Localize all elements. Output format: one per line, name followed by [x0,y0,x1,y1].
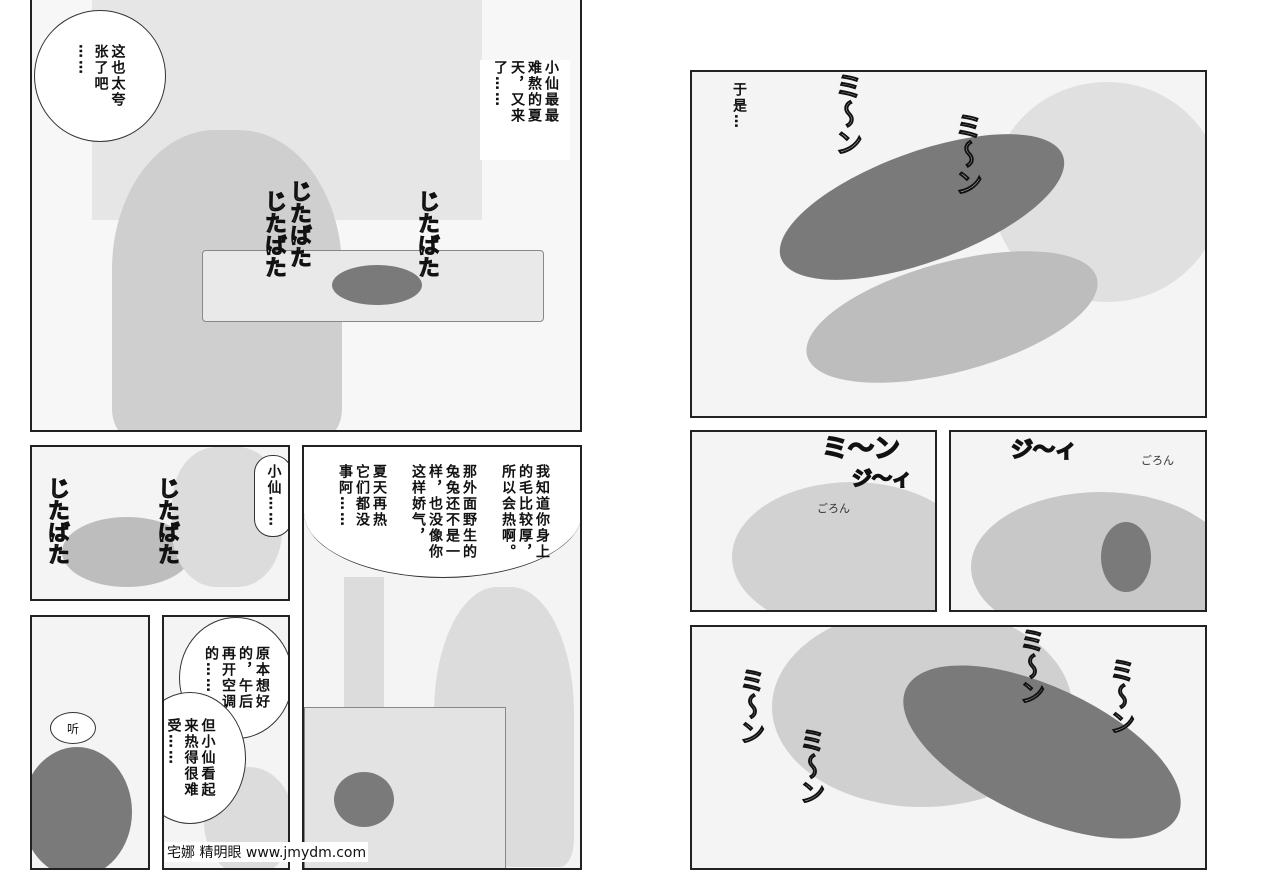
panel-girl-talking: 我知道你身上 的毛比较厚， 所以会热啊。 那外面野生的 兔兔还不是一 样，也没像… [302,445,582,870]
sfx-text: じたばた [261,190,287,279]
watermark: 宅娜 精明眼 www.jmydm.com [165,842,369,862]
panel-rabbit-legs: ミ〜ン ミ〜ン ミ〜ン ミ〜ン [690,625,1207,870]
panel-rabbit-closeup: 听 [30,615,150,870]
rabbit-illustration [334,772,394,827]
sfx-text: 听 [66,721,79,736]
panel-rabbit-face: ジ〜ィ ごろん [949,430,1207,612]
sfx-text: じたばた [154,477,180,566]
speech-bubble: 我知道你身上 的毛比较厚， 所以会热啊。 那外面野生的 兔兔还不是一 样，也没像… [304,447,580,578]
sfx-bubble: 听 [50,712,96,744]
narration-box: 小仙最最 难熬的夏 天，又来 了…… [480,60,570,160]
speech-text: 夏天再热 它们都没 事阿…… [337,464,387,528]
sfx-text: ミ〜ン [1015,627,1046,706]
sink-illustration [202,250,544,322]
sfx-text: じたばた [414,190,440,279]
sfx-text: ミ〜ン [1105,657,1136,736]
speech-text: 这也太夸 张了吧 …… [75,44,126,108]
sfx-text: ミ〜ン [951,112,985,197]
rabbit-illustration [732,482,935,610]
speech-text: 那外面野生的 兔兔还不是一 样，也没像你 这样娇气， [410,464,477,560]
narration-box: 于是… [730,82,758,130]
sfx-text: ミ〜ン [821,433,901,465]
panel-kitchen-sink: 这也太夸 张了吧 …… 小仙最最 难熬的夏 天，又来 了…… じたばた じたばた… [30,0,582,432]
speech-text: 我知道你身上 的毛比较厚， 所以会热啊。 [500,464,550,560]
rabbit-face-illustration [32,747,132,868]
sfx-text: ジ〜ィ [1010,437,1078,464]
sfx-text: じたばた [44,477,70,566]
rabbit-eye-illustration [1101,522,1151,592]
rabbit-illustration [62,517,192,587]
rabbit-illustration [971,492,1205,610]
sfx-text: じたばた [286,180,312,269]
narration-text: 小仙最最 难熬的夏 天，又来 了…… [492,60,559,124]
speech-bubble: 这也太夸 张了吧 …… [34,10,166,142]
panel-girl-thinking: 原本想好 的，午后 再开空调 的…… 但小仙看起 来热得很难 受…… [162,615,290,870]
panel-rabbit-rolling: ミ〜ン ジ〜ィ ごろん [690,430,937,612]
speech-bubble: 小仙…… [254,455,288,537]
thought-text: 原本想好 的，午后 再开空调 的…… [203,646,270,710]
sfx-text: ごろん [817,502,850,515]
thought-text: 但小仙看起 来热得很难 受…… [165,718,216,798]
narration-text: 于是… [731,82,747,130]
sfx-text: ミ〜ン [831,72,865,157]
sfx-text: ミ〜ン [795,727,826,806]
sfx-text: ごろん [1141,454,1174,467]
rabbit-illustration [332,265,422,305]
panel-rabbit-lying: 于是… ミ〜ン ミ〜ン [690,70,1207,418]
sfx-text: ジ〜ィ [851,465,913,491]
panel-girl-sink: 小仙…… じたばた じたばた [30,445,290,601]
sfx-text: ミ〜ン [735,667,766,746]
speech-text: 小仙…… [265,464,282,528]
